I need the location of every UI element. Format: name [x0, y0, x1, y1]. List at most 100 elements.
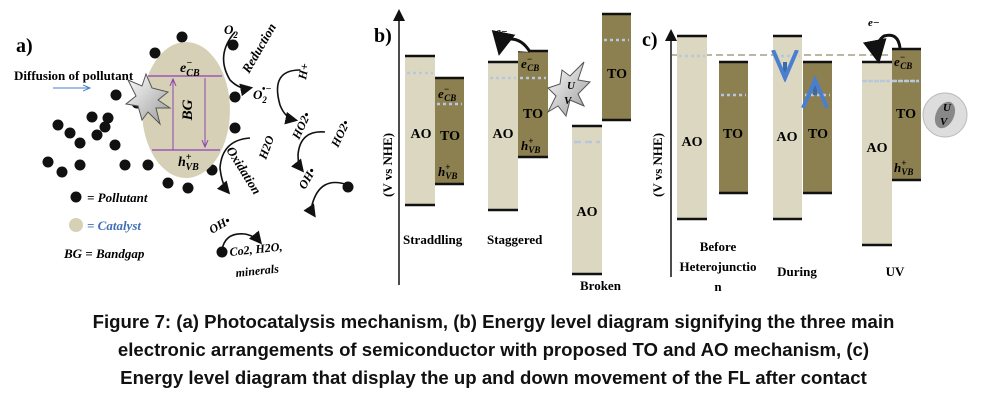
case-before-3: n	[714, 279, 722, 294]
e-cb-label: e−CB	[521, 54, 539, 73]
case-before-2: Heterojunctio	[679, 259, 756, 274]
h-vb-label: h+VB	[521, 136, 540, 155]
ho2-radical-label-1: HO2•	[289, 110, 314, 142]
electron-transfer-arrow	[862, 33, 902, 64]
bandgap-label: BG	[180, 99, 196, 121]
hydroxyl-radical-label-2: OH•	[207, 213, 233, 236]
panel-c-label: c)	[642, 29, 658, 51]
to-label: TO	[607, 67, 627, 82]
electron-transfer-arrow	[491, 29, 532, 56]
to-band-bar	[518, 51, 548, 157]
superoxide-label: O2•−	[253, 84, 271, 105]
e-cb-label: e−CB	[180, 58, 200, 79]
pollutant-dot	[102, 112, 114, 124]
reaction-arrows	[216, 31, 349, 251]
case-broken: Broken	[580, 278, 622, 293]
ao-band-bar	[773, 36, 802, 219]
h-vb-label: h+VB	[438, 162, 457, 181]
ao-band-bar	[677, 36, 707, 219]
case-uv: UV	[886, 264, 905, 279]
ao-label: AO	[577, 205, 598, 220]
to-label: TO	[808, 127, 828, 142]
pollutant-dot	[176, 31, 188, 43]
ao-band-bar	[405, 56, 435, 205]
case-before-1: Before	[700, 239, 737, 254]
pollutant-dot	[99, 121, 111, 133]
ho2-radical-label-2: HO2•	[328, 118, 353, 150]
panel-b-label: b)	[374, 25, 392, 47]
figure-caption: Figure 7: (a) Photocatalysis mechanism, …	[0, 308, 987, 392]
h2o-label: H2O	[255, 133, 277, 162]
pollutant-dot	[119, 159, 131, 171]
legend-pollutant: = Pollutant	[87, 190, 148, 205]
to-label: TO	[523, 107, 543, 122]
panel-a: a) Diffusion of pollutant e−CB h+VB BG O…	[14, 20, 354, 280]
legend-bandgap: BG = Bandgap	[63, 246, 145, 261]
pollutant-dot	[142, 159, 154, 171]
ao-band-bar	[488, 62, 518, 210]
pollutant-dot	[42, 156, 54, 168]
e-cb-label: e−CB	[894, 52, 912, 71]
panel-a-label: a)	[16, 35, 33, 57]
uv-burst-icon: U V	[546, 61, 592, 118]
pollutant-dot	[216, 246, 228, 258]
pollutant-dot	[91, 129, 103, 141]
to-label: TO	[723, 127, 743, 142]
e-cb-label: e−CB	[438, 84, 456, 103]
ao-label: AO	[682, 135, 703, 150]
pollutant-dot	[182, 182, 194, 194]
caption-line-1: Figure 7: (a) Photocatalysis mechanism, …	[92, 311, 895, 332]
caption-line-3: Energy level diagram that display the up…	[120, 367, 867, 388]
svg-text:V: V	[564, 95, 573, 107]
axis-label: (V vs NHE)	[380, 133, 395, 197]
pollutant-dots	[42, 31, 354, 258]
pollutant-dot	[229, 122, 241, 134]
minerals-label: minerals	[235, 261, 280, 279]
pollutant-dot	[109, 139, 121, 151]
pollutant-dot	[162, 177, 174, 189]
pollutant-dot	[52, 119, 64, 131]
h-plus-label: H+	[295, 62, 312, 82]
uv-sun-icon: U V	[922, 92, 968, 138]
ao-label: AO	[777, 130, 798, 145]
case-straddling: Straddling	[403, 232, 463, 247]
pollutant-dot	[227, 39, 239, 51]
case-staggered: Staggered	[487, 232, 543, 247]
pollutant-dot	[74, 137, 86, 149]
ao-label: AO	[411, 127, 432, 142]
ao-band-bar	[862, 62, 892, 245]
electron-label: e−	[868, 17, 880, 29]
reduction-label: Reduction	[238, 20, 279, 76]
diffusion-label: Diffusion of pollutant	[14, 68, 134, 83]
light-burst-icon	[124, 72, 172, 126]
svg-text:U: U	[943, 102, 952, 114]
pollutant-dot	[64, 127, 76, 139]
pollutant-dot	[229, 91, 241, 103]
electron-label: e−	[496, 26, 508, 38]
to-band-bar	[602, 14, 631, 120]
products-label: Co2, H2O,	[229, 240, 283, 259]
pollutant-dot	[56, 166, 68, 178]
to-band-bar	[435, 78, 464, 184]
legend-catalyst-dot	[69, 218, 83, 232]
legend-pollutant-dot	[70, 191, 82, 203]
pollutant-dot	[74, 159, 86, 171]
ao-label: AO	[867, 141, 888, 156]
o2-label: O2	[224, 22, 238, 40]
to-band-bar	[719, 62, 748, 193]
svg-text:U: U	[567, 80, 576, 92]
hydroxyl-radical-label-1: OH•	[295, 165, 318, 191]
ao-label: AO	[493, 127, 514, 142]
figure-diagrams: a) Diffusion of pollutant e−CB h+VB BG O…	[14, 9, 968, 294]
h-vb-label: h+VB	[178, 152, 199, 173]
ao-band-bar	[572, 126, 602, 274]
pollutant-dot	[149, 47, 161, 59]
to-label: TO	[896, 107, 916, 122]
h-vb-label: h+VB	[894, 158, 913, 177]
svg-text:V: V	[940, 116, 949, 128]
legend-catalyst: = Catalyst	[87, 218, 141, 233]
pollutant-dot	[110, 89, 122, 101]
